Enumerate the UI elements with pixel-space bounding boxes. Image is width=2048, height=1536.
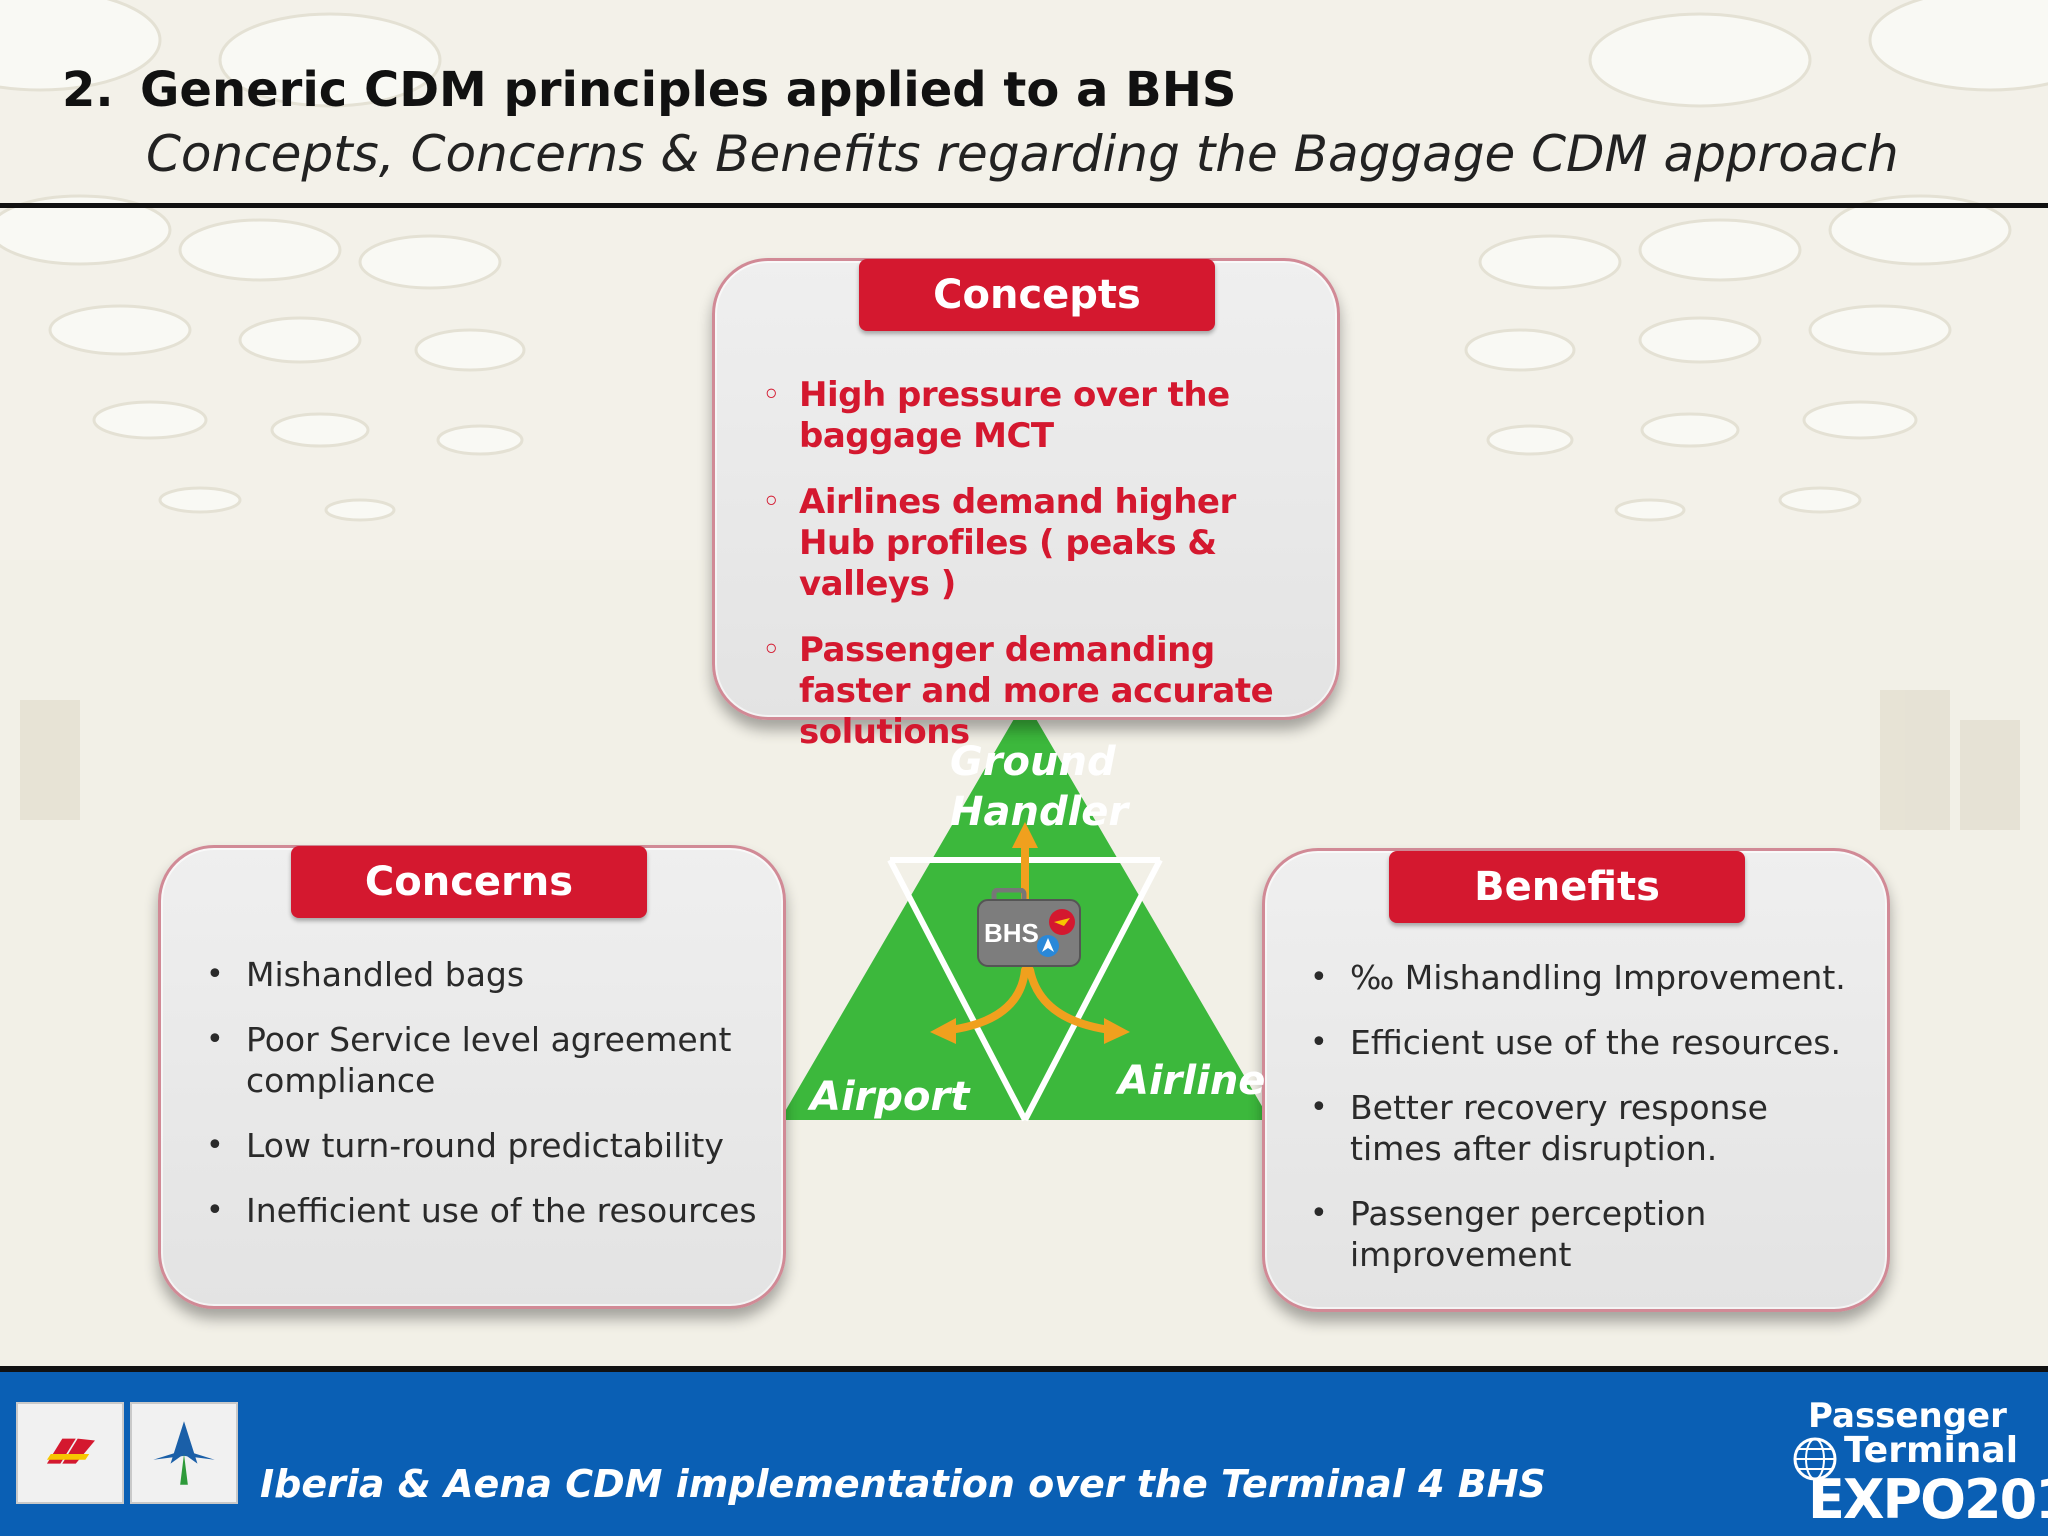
concerns-panel: Concerns •Mishandled bags •Poor Service …: [158, 845, 786, 1309]
bullet-icon: •: [1310, 1025, 1328, 1060]
list-item: •Efficient use of the resources.: [1310, 1023, 1841, 1062]
expo-line-1: Passenger: [1808, 1396, 2007, 1436]
footer-divider: [0, 1366, 2048, 1372]
footer-caption: Iberia & Aena CDM implementation over th…: [260, 1462, 1546, 1506]
bhs-suitcase-icon: BHS: [977, 888, 1081, 967]
bullet-circle-icon: ◦: [763, 487, 780, 517]
bhs-text: BHS: [984, 918, 1039, 948]
bullet-circle-icon: ◦: [763, 635, 780, 665]
concepts-list: ◦High pressure over the baggage MCT ◦Air…: [763, 375, 1319, 778]
bullet-icon: •: [206, 1193, 224, 1228]
list-item: •Better recovery response times after di…: [1310, 1088, 1768, 1168]
list-item: •Low turn-round predictability: [206, 1126, 724, 1165]
list-item: •Mishandled bags: [206, 955, 525, 994]
bullet-icon: •: [1310, 1090, 1328, 1125]
concerns-heading: Concerns: [291, 846, 647, 918]
slide-subtitle: Concepts, Concerns & Benefits regarding …: [146, 125, 1899, 183]
label-airport: Airport: [810, 1074, 970, 1120]
list-item: ◦High pressure over the baggage MCT: [763, 375, 1230, 456]
list-item: •Inefficient use of the resources: [206, 1191, 757, 1230]
benefits-list: •‰ Mishandling Improvement. •Efficient u…: [1310, 957, 1870, 1299]
list-item: ◦Passenger demanding faster and more acc…: [763, 630, 1274, 752]
expo-line-3: EXPO2010: [1808, 1468, 2048, 1531]
section-number: 2.: [62, 62, 114, 118]
list-item: ◦Airlines demand higher Hub profiles ( p…: [763, 482, 1236, 604]
passenger-terminal-expo-logo: Passenger Terminal EXPO2010: [1790, 1396, 2048, 1536]
bullet-icon: •: [1310, 1196, 1328, 1231]
benefits-panel: Benefits •‰ Mishandling Improvement. •Ef…: [1262, 848, 1890, 1312]
label-ground-handler: Ground Handler: [950, 739, 1129, 835]
aena-logo-icon: [130, 1402, 238, 1504]
bullet-circle-icon: ◦: [763, 380, 780, 410]
bullet-icon: •: [206, 1022, 224, 1057]
expo-line-2: Terminal: [1844, 1430, 2019, 1471]
list-item: •Poor Service level agreement compliance: [206, 1020, 732, 1100]
list-item: •Passenger perception improvement: [1310, 1194, 1707, 1274]
list-item: •‰ Mishandling Improvement.: [1310, 958, 1846, 997]
bullet-icon: •: [206, 957, 224, 992]
iberia-logo-icon: [16, 1402, 124, 1504]
slide-header: 2. Generic CDM principles applied to a B…: [0, 0, 2048, 208]
globe-icon: [1793, 1437, 1837, 1481]
benefits-heading: Benefits: [1389, 851, 1745, 923]
concepts-panel: Concepts ◦High pressure over the baggage…: [712, 258, 1340, 752]
title-divider: [0, 203, 2048, 208]
footer-bar: Iberia & Aena CDM implementation over th…: [0, 1366, 2048, 1536]
bullet-icon: •: [1310, 960, 1328, 995]
arrow-heads: [930, 822, 1130, 1044]
label-airline: Airline: [1118, 1058, 1266, 1104]
concerns-list: •Mishandled bags •Poor Service level agr…: [206, 954, 766, 1255]
slide-title: Generic CDM principles applied to a BHS: [140, 62, 1237, 118]
concepts-heading: Concepts: [859, 259, 1215, 331]
bullet-icon: •: [206, 1128, 224, 1163]
